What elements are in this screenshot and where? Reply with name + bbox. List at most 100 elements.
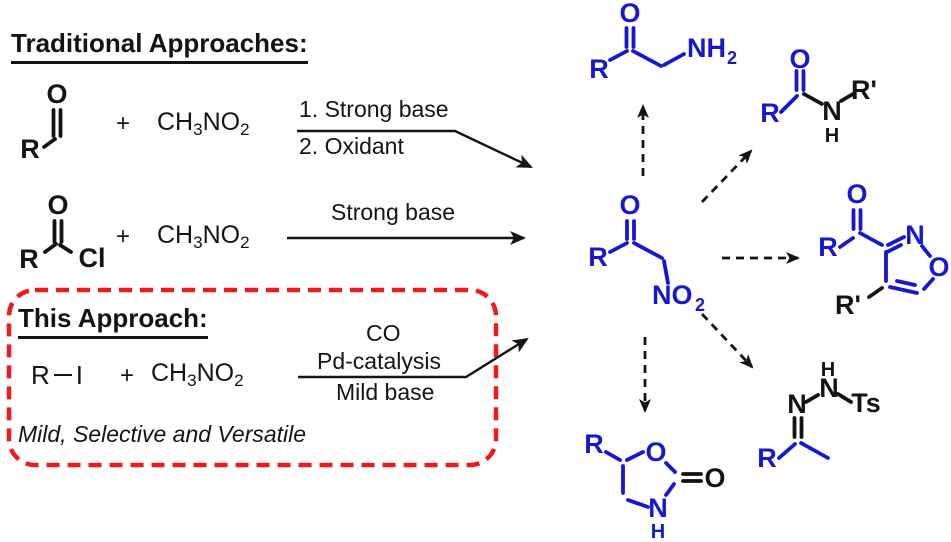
formula-subscript: 2 — [234, 371, 244, 390]
line-shape — [804, 393, 820, 404]
formula-part: NO — [202, 221, 241, 249]
line-shape — [604, 450, 622, 462]
formula-part: CH — [157, 108, 194, 136]
atom-label-O-ring: O — [928, 252, 949, 282]
atom-label-O-carbonyl: O — [846, 179, 867, 209]
atom-label-R: R — [757, 443, 777, 473]
this-approach-highlight-box — [6, 287, 499, 468]
nitroketone-structure: R O NO 2 — [588, 190, 705, 315]
conditions-strong-base-1: 1. Strong base — [299, 96, 449, 122]
reaction-arrow-this-approach — [298, 337, 529, 379]
atom-label-R: R — [19, 244, 39, 274]
line-shape — [885, 243, 903, 254]
nitromethane-formula-row1: CH3NO2 — [157, 108, 250, 140]
isoxazole-structure: R O N O R' — [818, 179, 949, 320]
line-shape — [858, 231, 884, 247]
formula-part: CH — [151, 359, 188, 387]
atom-label-Cl: Cl — [79, 243, 106, 273]
line-shape — [608, 49, 629, 62]
traditional-approaches-heading-text: Traditional Approaches: — [11, 28, 308, 64]
atom-label-R: R — [760, 98, 780, 128]
atom-label-NO2-subscript: 2 — [695, 295, 705, 315]
single-bond — [53, 374, 72, 376]
line-shape — [664, 482, 676, 497]
line-shape — [664, 461, 677, 474]
line-shape — [662, 52, 686, 67]
line-shape — [920, 244, 932, 258]
atom-label-R: R — [584, 429, 604, 459]
conditions-pd-catalysis: Pd-catalysis — [317, 348, 441, 374]
line-shape — [839, 92, 855, 103]
line-shape — [922, 277, 935, 291]
nitromethane-formula-row2: CH3NO2 — [157, 221, 250, 253]
atom-label-I: I — [75, 360, 84, 390]
atom-label-O-carbonyl: O — [704, 463, 725, 493]
acid-chloride-structure: R O Cl — [19, 190, 105, 274]
atom-label-R-prime: R' — [835, 290, 861, 320]
oxazolidinone-structure: R O O N H — [584, 429, 725, 542]
dashed-arrow-to-tosylhydrazone — [700, 313, 754, 369]
atom-label-O-ring: O — [645, 437, 666, 467]
plus-sign-row3: + — [120, 362, 135, 389]
atom-label-O: O — [619, 190, 640, 220]
conditions-strong-base-2: Strong base — [331, 199, 456, 225]
nitromethane-formula-row3: CH3NO2 — [151, 359, 244, 391]
atom-label-H: H — [651, 521, 665, 542]
line-shape — [836, 392, 853, 404]
formula-part: NO — [196, 359, 235, 387]
traditional-approaches-heading: Traditional Approaches: — [11, 28, 308, 64]
conditions-co: CO — [366, 320, 401, 346]
formula-subscript: 2 — [240, 120, 250, 139]
conditions-oxidant: 2. Oxidant — [299, 133, 404, 159]
this-approach-heading-text: This Approach: — [18, 303, 208, 339]
amide-structure: R O N H R' — [760, 44, 877, 147]
line-shape — [888, 285, 919, 295]
line-shape — [631, 49, 663, 68]
atom-label-R: R — [818, 232, 838, 262]
atom-label-R: R — [588, 242, 608, 272]
atom-label-O: O — [619, 0, 640, 28]
atom-label-H: H — [821, 359, 835, 381]
line-shape — [662, 259, 670, 285]
tagline-text: Mild, Selective and Versatile — [18, 421, 307, 447]
formula-subscript: 3 — [193, 120, 203, 139]
aldehyde-structure: R O — [20, 79, 67, 164]
line-shape — [608, 241, 629, 254]
atom-label-N: N — [822, 96, 842, 126]
line-shape — [799, 441, 830, 460]
atom-label-NH: NH — [687, 33, 726, 63]
line-shape — [777, 442, 797, 460]
atom-label-Ts: Ts — [851, 388, 881, 418]
atom-label-R-prime: R' — [851, 75, 877, 105]
formula-part: CH — [157, 221, 194, 249]
line-shape — [43, 242, 58, 254]
plus-sign-row2: + — [116, 223, 131, 250]
atom-label-O: O — [789, 44, 810, 74]
line-shape — [779, 94, 799, 114]
atom-label-N: N — [648, 493, 668, 523]
line-shape — [58, 243, 73, 254]
dashed-arrow-to-amide — [700, 149, 753, 203]
atom-label-R: R — [20, 134, 40, 164]
atom-label-H: H — [825, 125, 839, 147]
line-shape — [867, 286, 884, 299]
line-shape — [895, 279, 917, 287]
line-shape — [625, 450, 645, 462]
atom-label-NO: NO — [652, 280, 693, 310]
line-shape — [838, 236, 855, 249]
atom-label-N: N — [905, 220, 925, 250]
tosylhydrazone-structure: R N N H Ts — [757, 359, 881, 473]
formula-part: NO — [202, 108, 241, 136]
formula-subscript: 3 — [193, 233, 203, 252]
reaction-arrow-aldehyde-route — [297, 129, 533, 169]
aminoketone-structure: R O NH 2 — [589, 0, 737, 84]
atom-label-N2: N — [819, 373, 839, 403]
atom-label-R: R — [589, 54, 609, 84]
line-shape — [632, 241, 664, 260]
atom-label-O: O — [47, 190, 68, 220]
line-shape — [802, 92, 824, 106]
line-shape — [886, 235, 906, 247]
line-shape — [42, 137, 57, 149]
